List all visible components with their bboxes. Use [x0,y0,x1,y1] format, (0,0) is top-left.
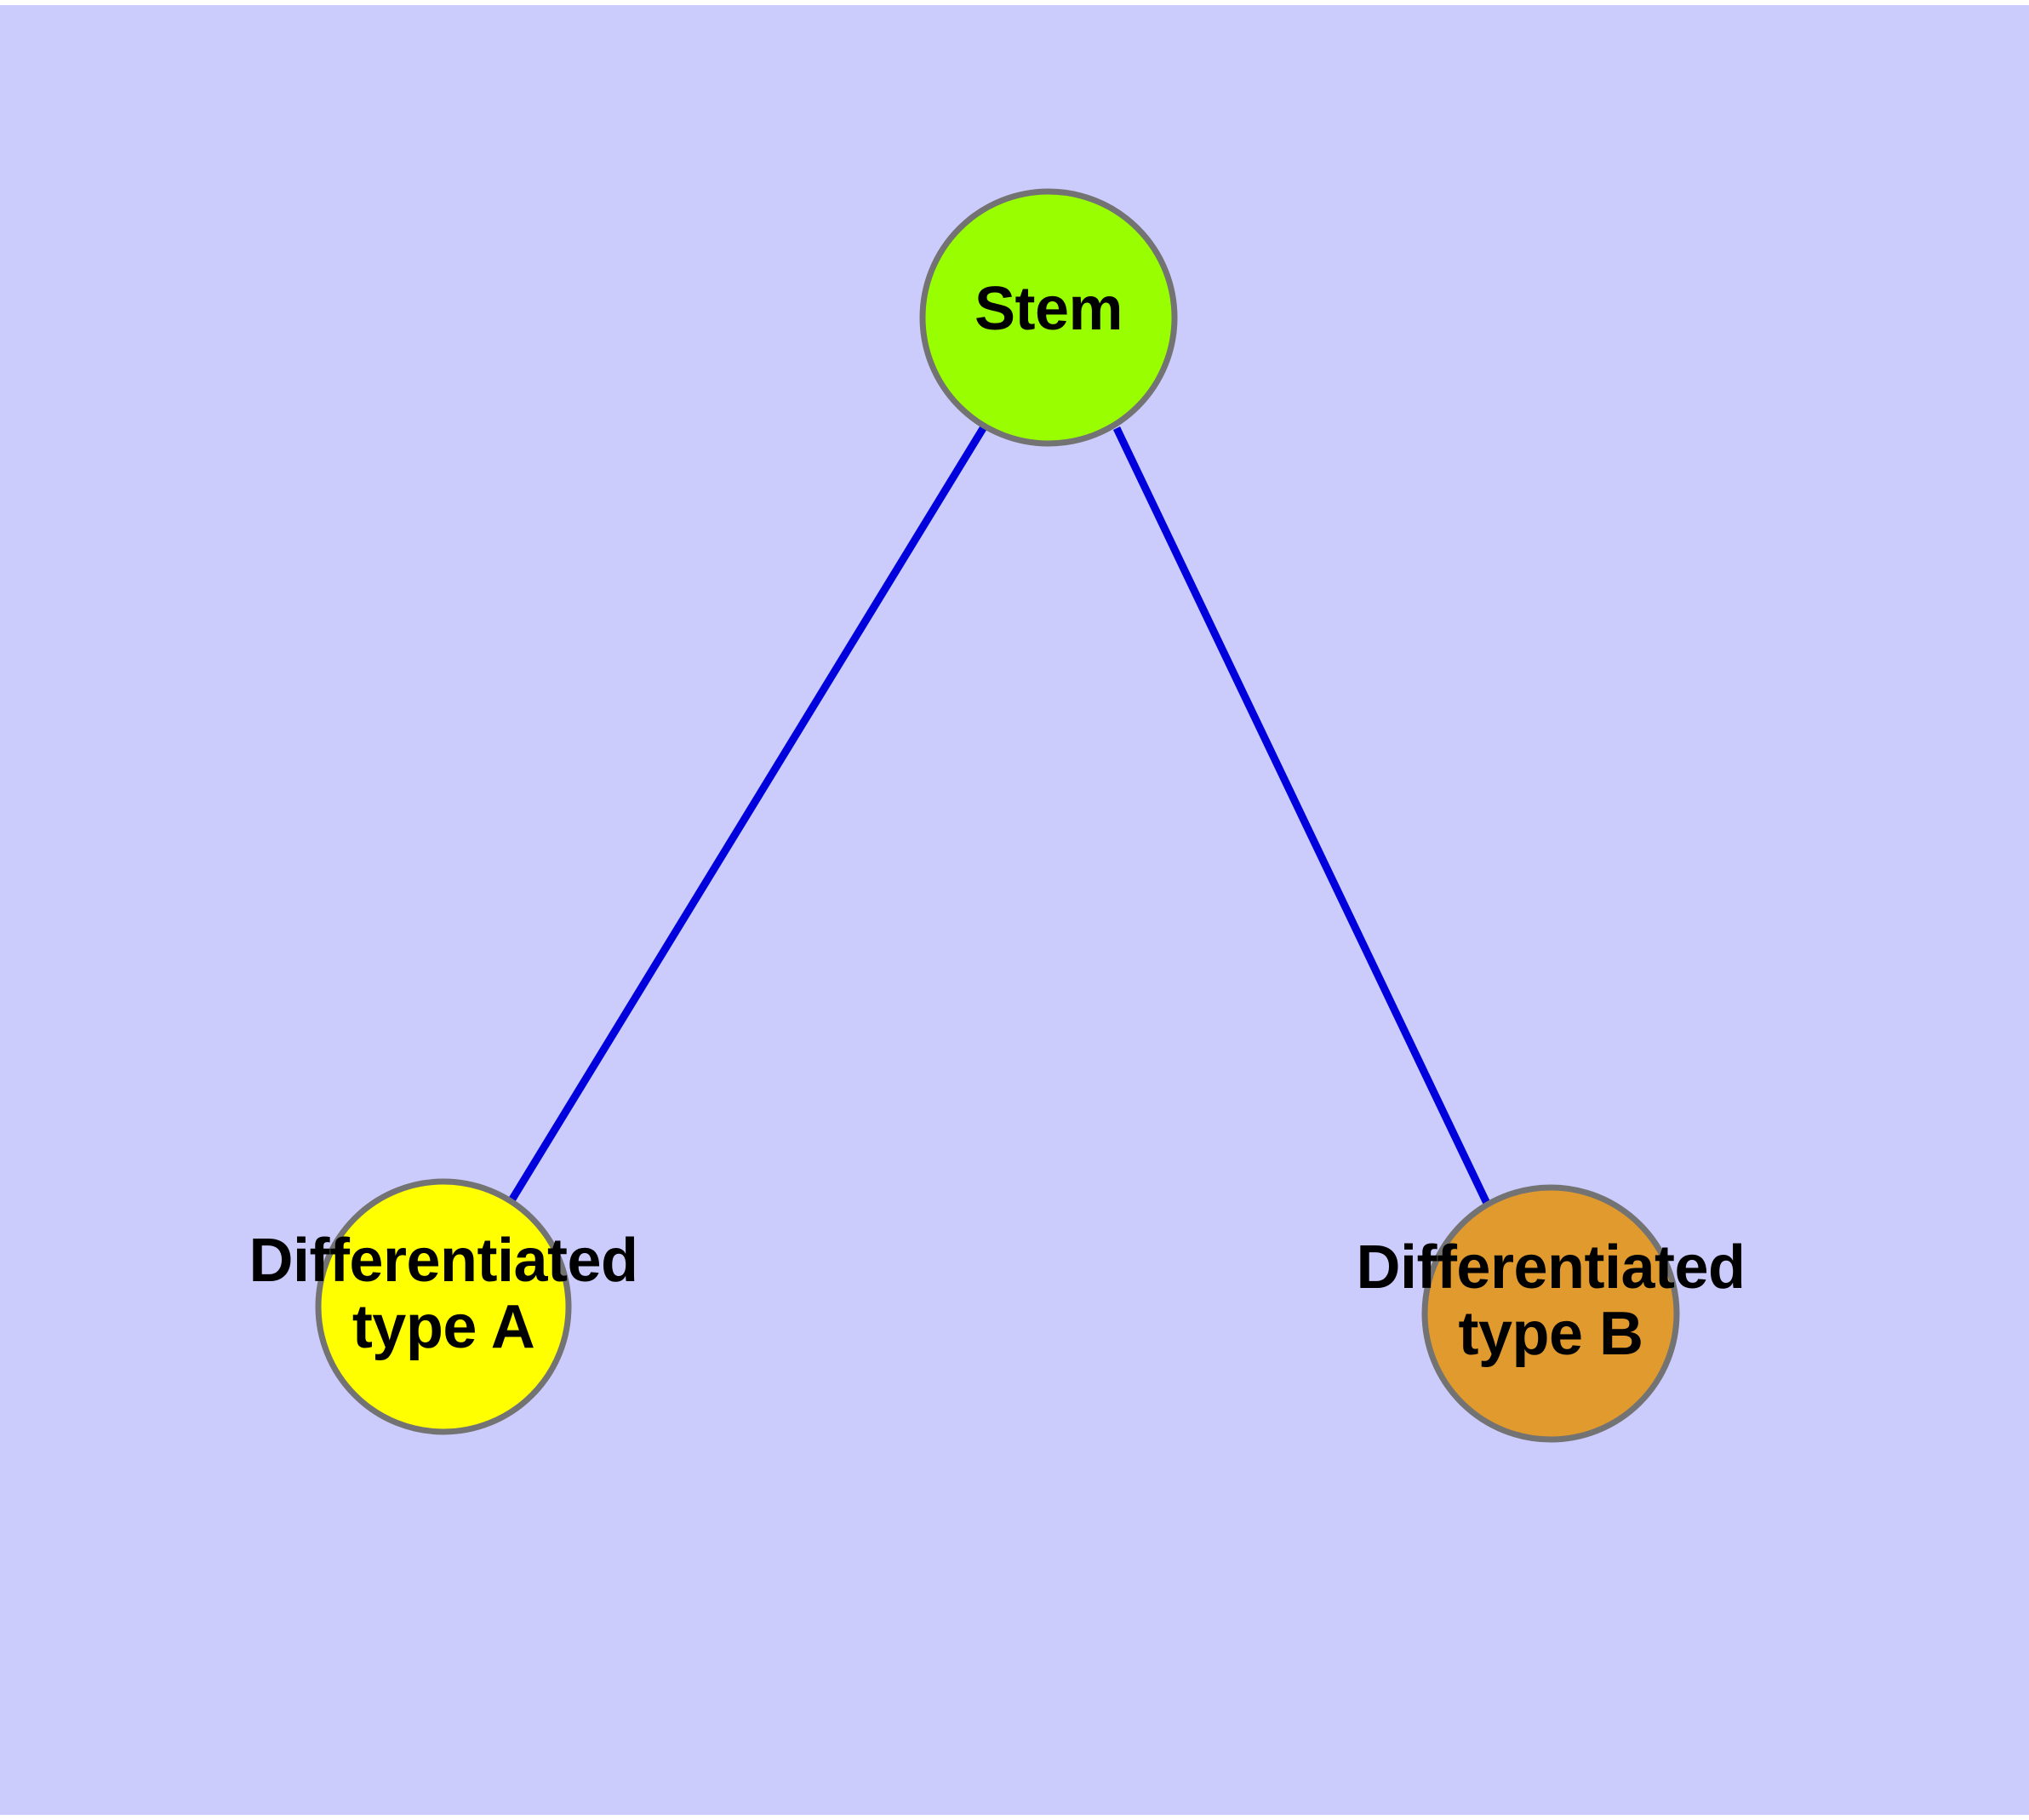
edge-stem-to-diff-a[interactable] [503,423,988,1211]
node-layer [315,188,1680,1443]
edge-layer [503,423,1495,1214]
node-differentiated-type-a[interactable] [315,1178,572,1435]
node-differentiated-type-b[interactable] [1421,1184,1680,1443]
edge-stem-to-diff-b[interactable] [1112,426,1495,1214]
node-stem[interactable] [919,188,1178,447]
